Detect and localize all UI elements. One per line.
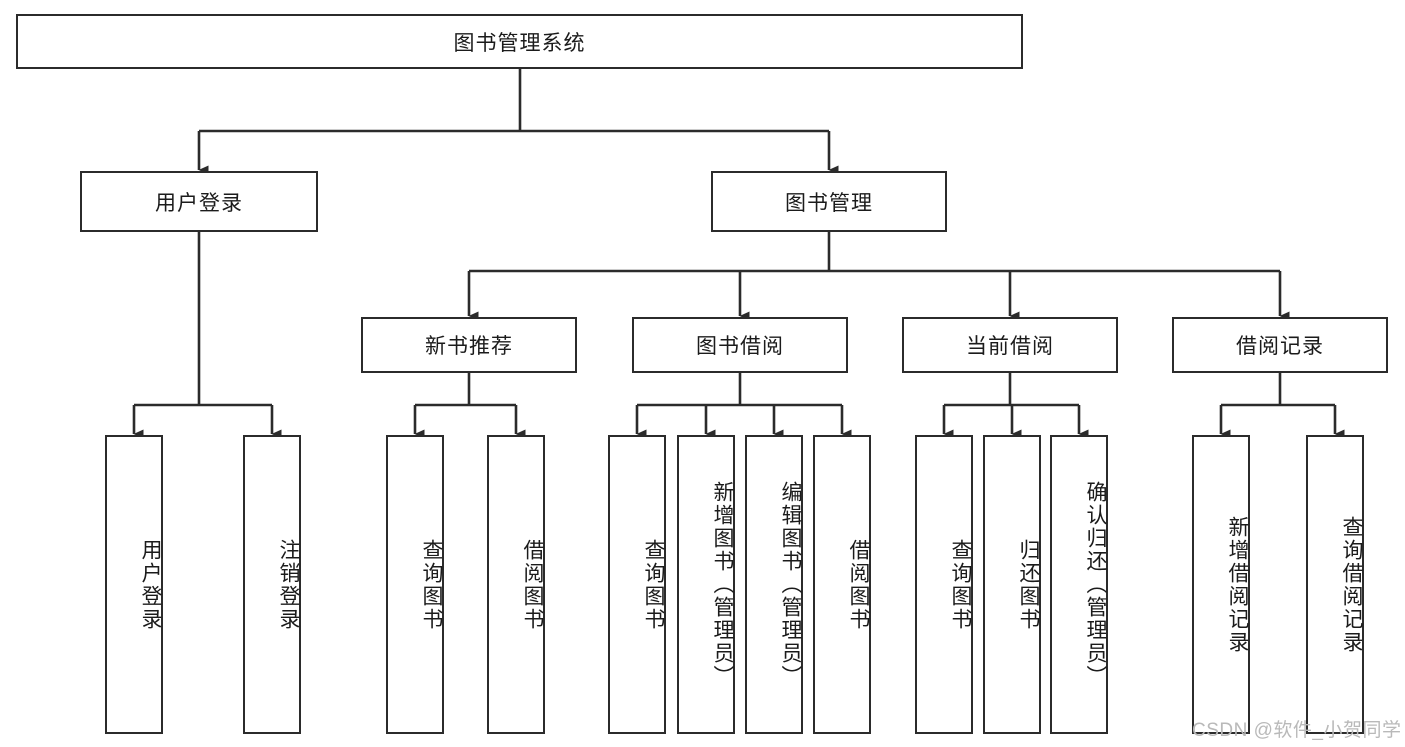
node-label: 当前借阅 xyxy=(966,335,1054,358)
node-label: 注销登录 xyxy=(277,538,300,631)
node-label: 查询图书 xyxy=(420,538,443,631)
node-label: 图书管理系统 xyxy=(453,31,586,55)
node-book-manage[interactable]: 图书管理 xyxy=(711,171,947,232)
leaf-node-leaf-borrow-book-1[interactable]: 借阅图书 xyxy=(487,435,545,734)
leaf-node-leaf-user-login[interactable]: 用户登录 xyxy=(105,435,163,734)
node-label: 图书管理 xyxy=(785,191,873,215)
node-label: 新书推荐 xyxy=(425,335,513,358)
node-label: 编辑图书（管理员） xyxy=(779,481,802,688)
leaf-node-leaf-confirm-return[interactable]: 确认归还（管理员） xyxy=(1050,435,1108,734)
leaf-node-leaf-query-record[interactable]: 查询借阅记录 xyxy=(1306,435,1364,734)
node-label: 新增图书（管理员） xyxy=(711,481,734,688)
root-node-root[interactable]: 图书管理系统 xyxy=(16,14,1023,69)
leaf-node-leaf-query-book-2[interactable]: 查询图书 xyxy=(608,435,666,734)
node-label: 查询图书 xyxy=(642,538,665,631)
leaf-node-leaf-add-record[interactable]: 新增借阅记录 xyxy=(1192,435,1250,734)
leaf-node-leaf-add-book[interactable]: 新增图书（管理员） xyxy=(677,435,735,734)
node-label: 借阅记录 xyxy=(1236,335,1324,358)
node-label: 新增借阅记录 xyxy=(1226,515,1249,654)
node-label: 查询图书 xyxy=(949,538,972,631)
leaf-node-leaf-query-book-3[interactable]: 查询图书 xyxy=(915,435,973,734)
connector-lines xyxy=(132,69,1345,439)
node-current-borrow[interactable]: 当前借阅 xyxy=(902,317,1118,373)
leaf-node-leaf-edit-book[interactable]: 编辑图书（管理员） xyxy=(745,435,803,734)
node-label: 图书借阅 xyxy=(696,335,784,358)
leaf-node-leaf-borrow-book-2[interactable]: 借阅图书 xyxy=(813,435,871,734)
node-label: 用户登录 xyxy=(139,538,162,631)
leaf-node-leaf-query-book-1[interactable]: 查询图书 xyxy=(386,435,444,734)
leaf-node-leaf-return-book[interactable]: 归还图书 xyxy=(983,435,1041,734)
node-label: 借阅图书 xyxy=(847,538,870,631)
node-book-borrow[interactable]: 图书借阅 xyxy=(632,317,848,373)
node-new-book-rec[interactable]: 新书推荐 xyxy=(361,317,577,373)
node-label: 用户登录 xyxy=(155,191,243,215)
leaf-node-leaf-user-logout[interactable]: 注销登录 xyxy=(243,435,301,734)
node-user-login[interactable]: 用户登录 xyxy=(80,171,318,232)
node-label: 借阅图书 xyxy=(521,538,544,631)
node-label: 归还图书 xyxy=(1017,538,1040,631)
node-borrow-record[interactable]: 借阅记录 xyxy=(1172,317,1388,373)
watermark-text: CSDN @软件_小贺同学 xyxy=(1192,720,1402,741)
node-label: 查询借阅记录 xyxy=(1340,515,1363,654)
node-label: 确认归还（管理员） xyxy=(1084,481,1107,688)
